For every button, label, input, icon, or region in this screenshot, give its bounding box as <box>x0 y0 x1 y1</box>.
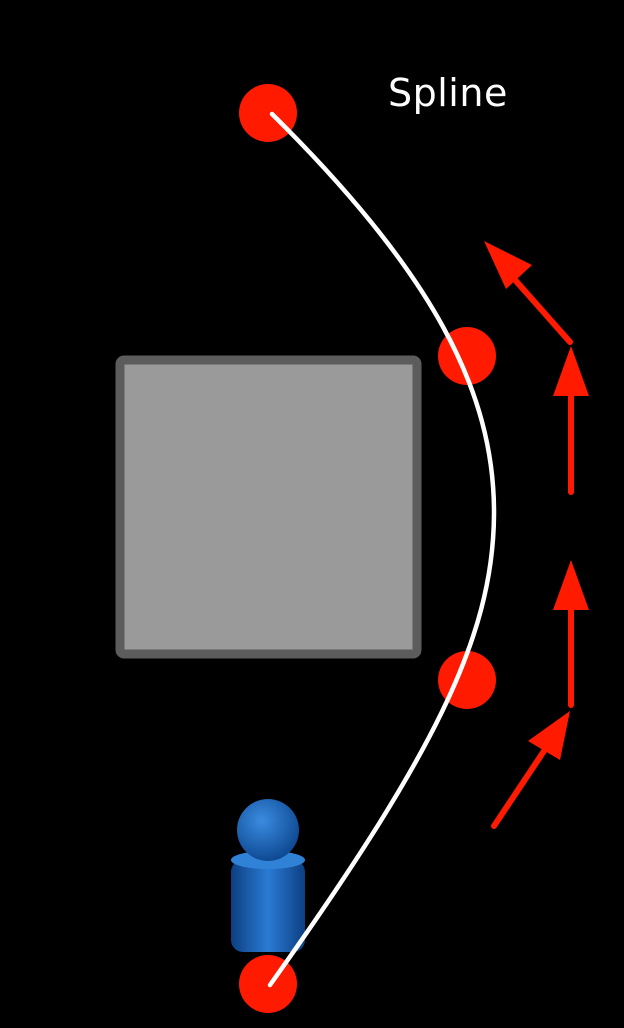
direction-arrow-icon-4 <box>484 241 573 345</box>
spline-curve <box>267 111 497 988</box>
direction-arrow-icon-3 <box>553 346 589 495</box>
obstacle-box <box>115 355 422 659</box>
direction-arrow-icon-2 <box>553 560 589 708</box>
diagram-title: Spline <box>388 71 508 115</box>
character-pawn-icon <box>231 799 305 952</box>
direction-arrow-icon-1 <box>491 711 570 829</box>
